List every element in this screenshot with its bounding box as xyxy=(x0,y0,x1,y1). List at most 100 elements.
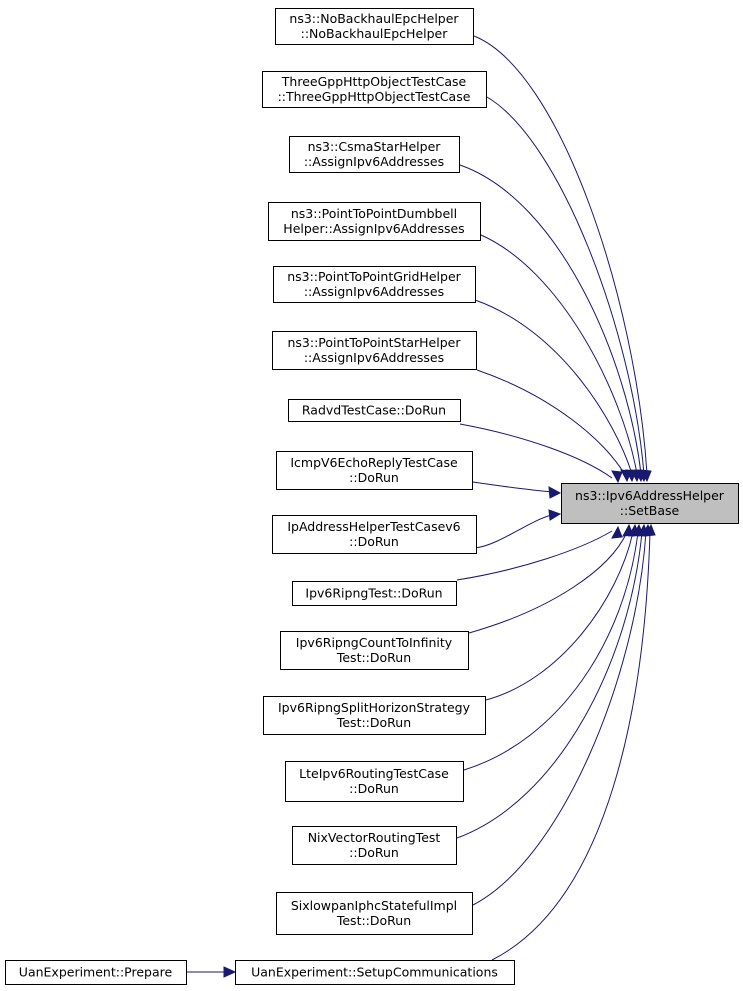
caller-node[interactable]: RadvdTestCase::DoRun xyxy=(288,399,461,422)
caller-node[interactable]: UanExperiment::SetupCommunications xyxy=(235,960,515,985)
node-box xyxy=(235,960,515,985)
caller-node[interactable]: ns3::NoBackhaulEpcHelper::NoBackhaulEpcH… xyxy=(275,8,474,45)
node-label-line1: SixlowpanIphcStatefulImpl xyxy=(291,898,457,913)
node-label-line2: ::NoBackhaulEpcHelper xyxy=(301,26,449,41)
call-edge xyxy=(186,966,237,978)
edge-line xyxy=(473,35,648,475)
node-label-line2: Test::DoRun xyxy=(336,913,411,928)
node-label: RadvdTestCase::DoRun xyxy=(302,403,446,418)
edge-line xyxy=(459,164,642,475)
call-edge xyxy=(456,525,623,581)
node-box xyxy=(263,696,486,735)
call-edge xyxy=(472,523,653,906)
edge-line xyxy=(474,299,633,475)
caller-node[interactable]: IcmpV6EchoReplyTestCase::DoRun xyxy=(276,451,473,490)
node-label-line1: ns3::PointToPointDumbbell xyxy=(291,206,457,221)
node-label-line1: ns3::Ipv6AddressHelper xyxy=(575,488,725,503)
call-edge xyxy=(459,423,623,484)
caller-node[interactable]: IpAddressHelperTestCasev6::DoRun xyxy=(272,515,477,554)
node-label-line2: ::DoRun xyxy=(349,845,399,860)
edge-line xyxy=(456,530,613,581)
node-box xyxy=(275,8,474,45)
caller-node[interactable]: ThreeGppHttpObjectTestCase::ThreeGppHttp… xyxy=(262,71,487,108)
caller-node[interactable]: ns3::PointToPointGridHelper::AssignIpv6A… xyxy=(273,266,476,303)
node-label-line1: NixVectorRoutingTest xyxy=(308,830,441,845)
arrow-head xyxy=(223,966,237,978)
node-label-line2: ::DoRun xyxy=(349,781,399,796)
node-box xyxy=(272,331,477,370)
node-box xyxy=(262,71,487,108)
call-edge xyxy=(474,509,562,549)
caller-node[interactable]: LteIpv6RoutingTestCase::DoRun xyxy=(285,761,464,802)
node-box xyxy=(276,892,473,935)
edge-line xyxy=(463,531,639,771)
call-edge xyxy=(485,523,640,701)
node-label-line1: ns3::PointToPointStarHelper xyxy=(287,335,461,350)
caller-node[interactable]: NixVectorRoutingTest::DoRun xyxy=(292,826,457,865)
node-label-line2: Test::DoRun xyxy=(336,650,411,665)
edge-line xyxy=(486,96,645,475)
call-edge xyxy=(474,299,637,483)
node-label: UanExperiment::Prepare xyxy=(19,965,173,980)
caller-node[interactable]: ns3::PointToPointDumbbellHelper::AssignI… xyxy=(268,202,481,241)
node-box xyxy=(276,451,473,490)
edge-line xyxy=(476,369,626,476)
caller-node[interactable]: ns3::PointToPointStarHelper::AssignIpv6A… xyxy=(272,331,477,370)
node-box xyxy=(292,826,457,865)
edge-line xyxy=(472,481,553,493)
arrow-head xyxy=(611,525,623,539)
node-label-line1: ns3::PointToPointGridHelper xyxy=(287,269,461,284)
node-label-line1: ns3::NoBackhaulEpcHelper xyxy=(289,11,459,26)
node-label-line1: IcmpV6EchoReplyTestCase xyxy=(290,455,458,470)
arrow-head xyxy=(611,470,623,484)
node-label: UanExperiment::SetupCommunications xyxy=(251,965,498,980)
node-label-line2: ::SetBase xyxy=(620,503,680,518)
edges xyxy=(186,35,656,978)
target-node[interactable]: ns3::Ipv6AddressHelper::SetBase xyxy=(561,483,739,524)
node-box xyxy=(273,266,476,303)
node-label-line1: Ipv6RipngSplitHorizonStrategy xyxy=(278,700,471,715)
node-label-line1: LteIpv6RoutingTestCase xyxy=(299,766,449,781)
edge-line xyxy=(468,531,628,634)
call-edge xyxy=(472,481,562,499)
nodes: ns3::NoBackhaulEpcHelper::NoBackhaulEpcH… xyxy=(5,8,739,985)
node-label-line2: ::AssignIpv6Addresses xyxy=(304,154,444,169)
secondary-caller-node[interactable]: UanExperiment::Prepare xyxy=(5,960,187,985)
node-box xyxy=(292,581,457,606)
node-label: Ipv6RipngTest::DoRun xyxy=(305,586,442,601)
node-label-line2: ::AssignIpv6Addresses xyxy=(304,284,444,299)
caller-node[interactable]: ns3::CsmaStarHelper::AssignIpv6Addresses xyxy=(289,136,460,173)
edge-line xyxy=(472,531,647,906)
call-edge xyxy=(468,523,634,634)
node-box xyxy=(280,631,469,670)
node-label-line2: Helper::AssignIpv6Addresses xyxy=(283,221,464,236)
node-label-line2: ::DoRun xyxy=(349,470,399,485)
node-label-line1: Ipv6RipngCountToInfinity xyxy=(296,635,453,650)
node-label-line2: ::AssignIpv6Addresses xyxy=(304,350,444,365)
call-edge xyxy=(473,35,652,483)
node-label-line1: ns3::CsmaStarHelper xyxy=(308,139,442,154)
node-box xyxy=(288,399,461,422)
node-box xyxy=(561,483,739,524)
node-label-line2: Test::DoRun xyxy=(336,715,411,730)
edge-line xyxy=(459,423,613,479)
edge-line xyxy=(456,531,643,839)
edge-line xyxy=(480,234,638,475)
call-edge xyxy=(476,369,632,483)
node-label-line1: ThreeGppHttpObjectTestCase xyxy=(281,74,467,89)
call-edge xyxy=(491,523,656,961)
node-label-line2: ::ThreeGppHttpObjectTestCase xyxy=(278,89,471,104)
node-label-line2: ::DoRun xyxy=(349,534,399,549)
node-box xyxy=(289,136,460,173)
arrow-head xyxy=(644,523,656,537)
edge-line xyxy=(485,531,634,701)
node-label-line1: IpAddressHelperTestCasev6 xyxy=(287,519,460,534)
arrow-head xyxy=(548,486,562,499)
edge-line xyxy=(474,514,553,549)
node-box xyxy=(285,761,464,802)
caller-node[interactable]: Ipv6RipngTest::DoRun xyxy=(292,581,457,606)
